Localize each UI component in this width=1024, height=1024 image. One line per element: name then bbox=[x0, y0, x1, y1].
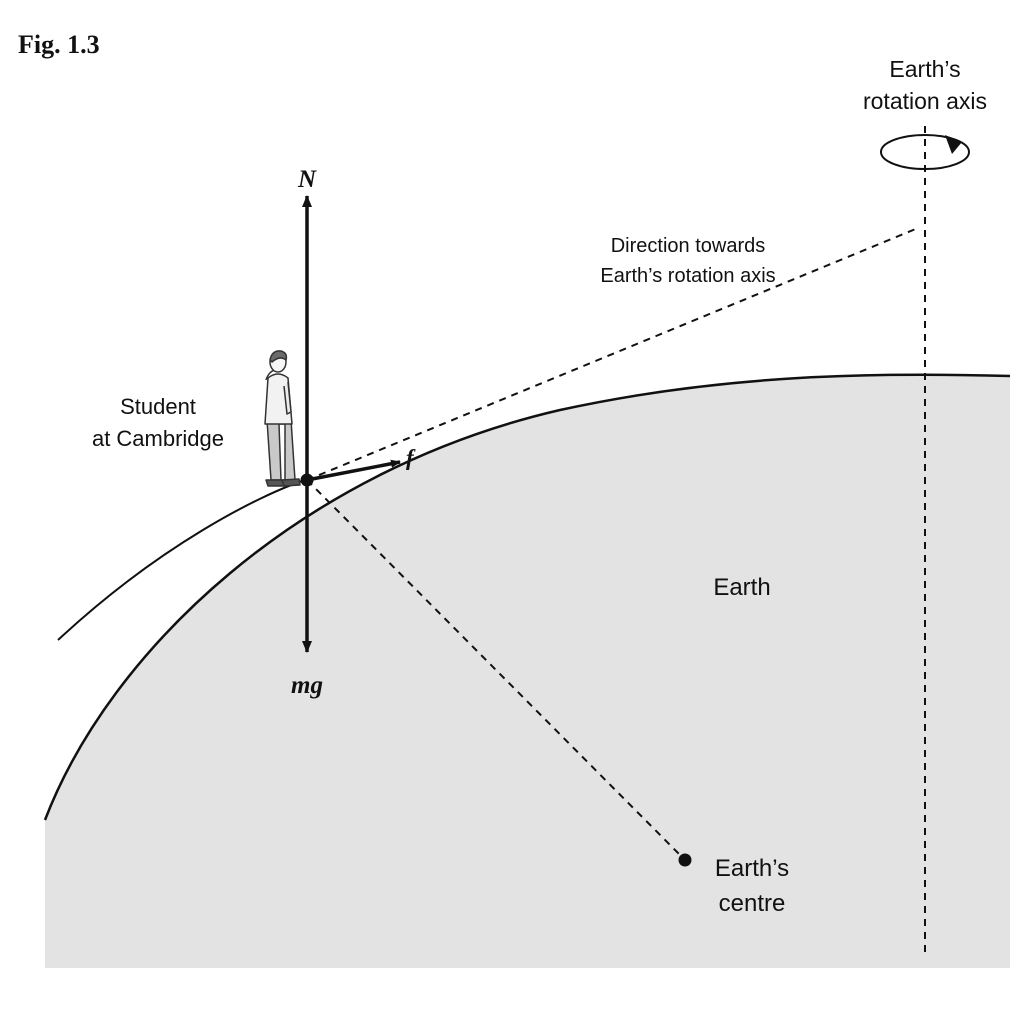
direction-label-line2: Earth’s rotation axis bbox=[600, 265, 775, 287]
axis-label-line1: Earth’s bbox=[889, 56, 960, 82]
earth-surface bbox=[43, 373, 1011, 821]
rotation-arrow-icon bbox=[880, 134, 970, 170]
earth-label: Earth bbox=[713, 574, 770, 601]
centre-label-line2: centre bbox=[719, 890, 786, 917]
direction-to-axis-line bbox=[306, 227, 919, 481]
earth-body bbox=[45, 374, 1010, 968]
weight-force-label: mg bbox=[291, 672, 323, 699]
student-label-line1: Student bbox=[120, 394, 196, 419]
friction-force-label: f bbox=[406, 445, 416, 470]
contact-point bbox=[300, 473, 314, 487]
student-label-line2: at Cambridge bbox=[92, 426, 224, 451]
axis-label-line2: rotation axis bbox=[863, 88, 987, 114]
friction-force-arrow bbox=[306, 459, 401, 482]
normal-force-label: N bbox=[297, 166, 317, 193]
line-to-centre bbox=[306, 479, 686, 861]
centre-label-line1: Earth’s bbox=[715, 855, 789, 882]
direction-label-line1: Direction towards bbox=[611, 235, 766, 257]
earth-centre-dot bbox=[678, 853, 692, 867]
upper-arc bbox=[57, 479, 306, 641]
figure-label: Fig. 1.3 bbox=[18, 30, 100, 59]
person-standing-icon bbox=[264, 350, 301, 487]
